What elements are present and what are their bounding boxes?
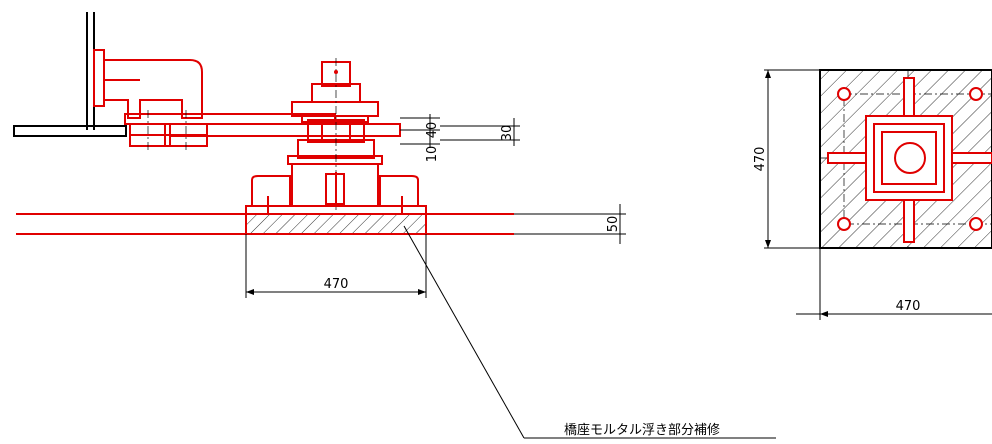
dim-bolt-40: 40	[425, 122, 440, 139]
bearing-base	[245, 163, 427, 215]
bolt-dimensions: 40 10 30	[400, 114, 520, 162]
plan-view: 470 470	[753, 69, 992, 320]
dim-bolt-10: 10	[425, 146, 440, 163]
girder-flanges	[16, 213, 514, 235]
dim-plan-width: 470	[896, 299, 921, 314]
pipe-elbow	[93, 49, 203, 119]
repair-note-label: 橋座モルタル浮き部分補修	[564, 423, 720, 438]
mortar-dimension: 50	[514, 204, 626, 244]
existing-girder	[13, 12, 127, 137]
bolt-assembly	[287, 58, 383, 210]
dim-mortar-50: 50	[606, 216, 621, 233]
side-elevation-view: 40 10 30 50 470 橋座モルタル浮き部分補修	[13, 12, 776, 439]
dim-plan-height: 470	[753, 147, 768, 172]
dim-side-width: 470	[324, 277, 349, 292]
side-width-dimension: 470	[245, 234, 427, 298]
dim-bolt-30: 30	[500, 125, 515, 142]
mortar-pad	[245, 213, 427, 235]
repair-leader: 橋座モルタル浮き部分補修	[403, 225, 776, 439]
